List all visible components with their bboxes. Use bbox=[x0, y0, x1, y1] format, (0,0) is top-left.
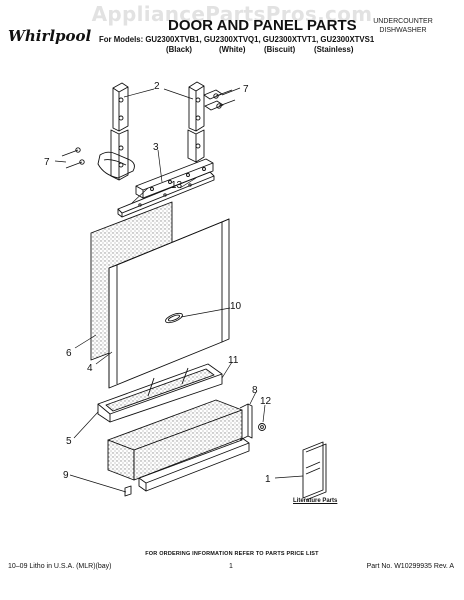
callout-10: 10 bbox=[230, 301, 242, 312]
callout-7: 7 bbox=[44, 157, 50, 168]
product-type: UNDERCOUNTER DISHWASHER bbox=[363, 18, 443, 35]
access-panel-part bbox=[239, 403, 253, 441]
finish-list: (Black) (White) (Biscuit) (Stainless) bbox=[0, 45, 464, 55]
part-number: Part No. W10299935 Rev. A bbox=[366, 563, 454, 570]
fastener-part bbox=[258, 423, 266, 431]
callout-7: 7 bbox=[243, 84, 249, 95]
callout-3: 3 bbox=[153, 142, 159, 153]
leader-lines bbox=[54, 87, 304, 493]
kickplate-part bbox=[124, 437, 250, 497]
finish-label: (Biscuit) bbox=[264, 45, 296, 54]
callout-5: 5 bbox=[66, 436, 72, 447]
watermark: AppliancePartsPros.com bbox=[91, 2, 373, 26]
bracket-strip-part bbox=[117, 171, 215, 218]
page-number: 1 bbox=[229, 563, 233, 570]
finish-label: (Stainless) bbox=[314, 45, 354, 54]
lower-insulation-part bbox=[107, 399, 243, 481]
screw-part bbox=[61, 89, 236, 169]
literature-parts-label: Literature Parts bbox=[293, 498, 338, 504]
callout-11: 11 bbox=[228, 355, 239, 366]
ordering-note: FOR ORDERING INFORMATION REFER TO PARTS … bbox=[145, 551, 319, 557]
callout-9: 9 bbox=[63, 470, 69, 481]
page-title: DOOR AND PANEL PARTS bbox=[168, 17, 357, 34]
left-hinge-part bbox=[97, 82, 135, 181]
callout-2: 2 bbox=[154, 81, 160, 92]
callout-13: 13 bbox=[171, 180, 183, 191]
right-hinge-part bbox=[187, 81, 224, 163]
callout-4: 4 bbox=[87, 363, 93, 374]
hinge-bracket-part bbox=[135, 158, 214, 199]
literature-booklet-part bbox=[302, 441, 327, 501]
callout-8: 8 bbox=[252, 385, 258, 396]
finish-label: (White) bbox=[219, 45, 246, 54]
callout-12: 12 bbox=[260, 396, 272, 407]
callout-6: 6 bbox=[66, 348, 72, 359]
brand-logo: Whirlpool bbox=[8, 27, 92, 45]
litho-note: 10–09 Litho in U.S.A. (MLR)(bay) bbox=[8, 563, 112, 570]
toe-panel-part bbox=[97, 363, 223, 423]
product-type-line: DISHWASHER bbox=[379, 26, 427, 34]
callout-1: 1 bbox=[265, 474, 271, 485]
product-type-line: UNDERCOUNTER bbox=[373, 18, 433, 25]
model-list: For Models: GU2300XTVB1, GU2300XTVQ1, GU… bbox=[99, 35, 375, 44]
outer-door-panel-part bbox=[108, 218, 230, 389]
finish-label: (Black) bbox=[166, 45, 192, 54]
door-badge-part bbox=[165, 312, 183, 324]
